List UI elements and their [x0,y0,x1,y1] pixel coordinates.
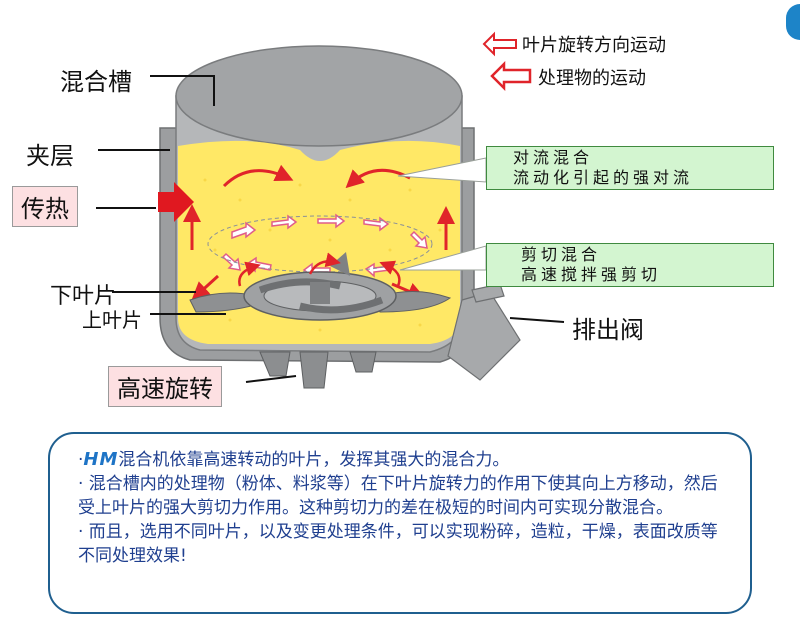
tank-top-opening [175,45,463,147]
description-line-3: · 而且，选用不同叶片，以及变更处理条件，可以实现粉碎，造粒，干燥，表面改质等不… [78,522,718,566]
label-lower-blade: 下叶片 [50,284,117,309]
blade-flow-arrows [238,252,401,287]
label-discharge-valve: 排出阀 [572,316,644,344]
description-box: ·HM混合机依靠高速转动的叶片，发挥其强大的混合力。 · 混合槽内的处理物（粉体… [48,432,752,614]
legend-blade-arrow-icon [482,31,517,57]
legend-blade-rotation: 叶片旋转方向运动 [522,35,666,56]
label-jacket: 夹层 [26,142,74,170]
callout-convection-desc: 流动化引起的强对流 [513,168,694,187]
label-heat-transfer: 传热 [12,186,78,227]
leader-lines [96,75,565,383]
mixer-diagram [96,31,565,389]
description-line-2: · 混合槽内的处理物（粉体、料浆等）在下叶片旋转力的作用下使其向上方移动，然后受… [78,474,718,518]
label-high-speed-rotation: 高速旋转 [108,366,222,407]
callout-shear-title: 剪切混合 [521,245,602,264]
heat-transfer-arrow [158,182,194,222]
label-upper-blade: 上叶片 [82,308,142,332]
callout-convection-mixing: 对流混合 流动化引起的强对流 [486,146,774,190]
brand-logo: HM [83,449,119,470]
label-mixing-tank: 混合槽 [60,68,132,96]
description-line-1: ·HM混合机依靠高速转动的叶片，发挥其强大的混合力。 [78,449,510,470]
edge-circle-icon [786,4,800,40]
upper-blade-shape [243,252,397,321]
discharge-valve-shape [447,283,521,381]
callout-convection-title: 对流混合 [513,148,594,167]
legend-material-arrow-icon [490,60,532,92]
material-motion-arrows [221,213,428,278]
shaft-base [259,351,377,389]
callout-shear-desc: 高速搅拌强剪切 [521,265,662,284]
legend-material-motion: 处理物的运动 [538,68,646,89]
callout-shear-mixing: 剪切混合 高速搅拌强剪切 [486,243,774,287]
